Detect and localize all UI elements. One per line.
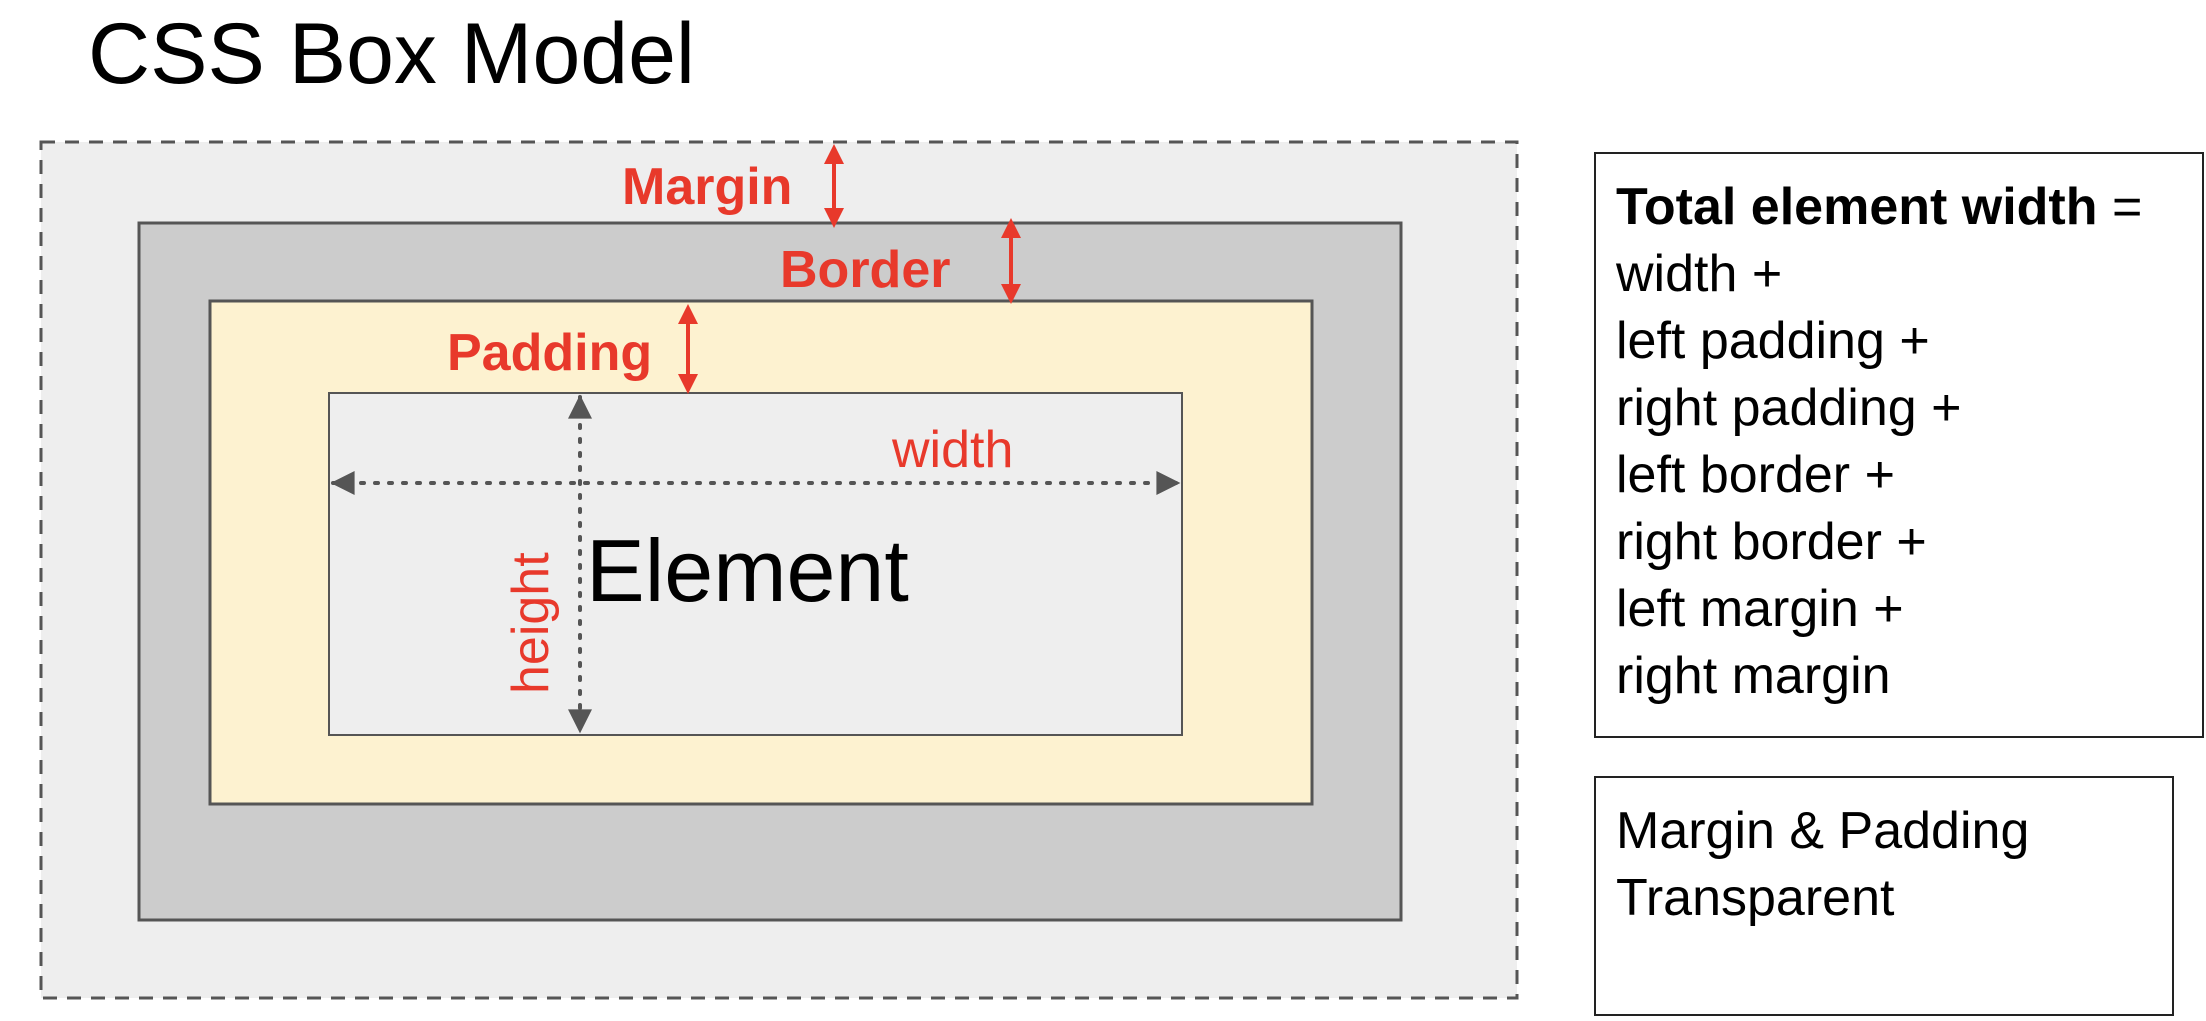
formula-heading: Total element width xyxy=(1616,178,2098,236)
height-label: height xyxy=(502,552,560,694)
box-model-diagram: Margin Border Padding width height Eleme… xyxy=(39,140,1519,1000)
formula-term: left border + xyxy=(1616,446,1895,504)
margin-label: Margin xyxy=(622,158,792,216)
note-line: Margin & Padding xyxy=(1616,802,2030,860)
element-label: Element xyxy=(586,521,909,620)
note-line: Transparent xyxy=(1616,869,1895,927)
formula-term: right margin xyxy=(1616,647,1891,705)
padding-label: Padding xyxy=(447,324,652,382)
transparency-note-box: Margin & Padding Transparent xyxy=(1594,776,2174,1016)
formula-term: right border + xyxy=(1616,513,1927,571)
formula-term: width + xyxy=(1616,245,1783,303)
formula-heading-line: Total element width = xyxy=(1616,174,2182,241)
formula-term: right padding + xyxy=(1616,379,1962,437)
formula-term: left padding + xyxy=(1616,312,1930,370)
width-label: width xyxy=(891,421,1013,479)
page-title: CSS Box Model xyxy=(88,6,696,102)
total-width-formula-box: Total element width = width + left paddi… xyxy=(1594,152,2204,738)
formula-term: left margin + xyxy=(1616,580,1904,638)
element-area xyxy=(328,392,1183,736)
formula-equals: = xyxy=(2097,178,2143,236)
border-label: Border xyxy=(780,241,950,299)
